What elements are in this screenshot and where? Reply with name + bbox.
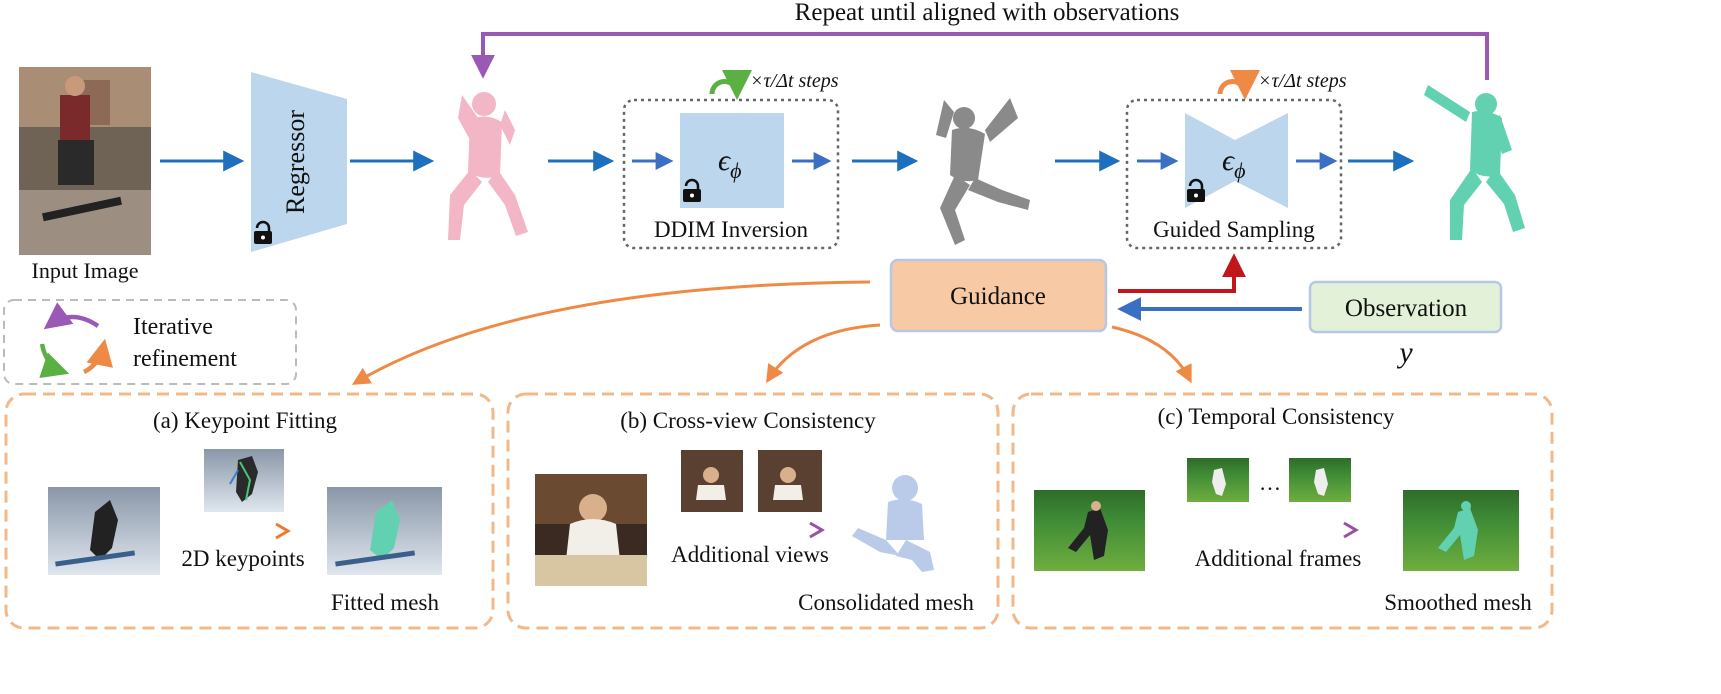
guidance-label: Guidance: [950, 283, 1046, 310]
input-image: [19, 67, 151, 255]
initial-mesh-pink: [448, 92, 528, 240]
legend-box: [3, 299, 297, 385]
ddim-steps-label: ×τ/Δt steps: [750, 70, 839, 92]
panel-c-arrowhead: [1343, 521, 1359, 539]
loop-arrow: [471, 32, 1489, 80]
regressor-label: Regressor: [281, 110, 310, 214]
panel-b-photo-view2: [758, 450, 822, 512]
legend-green-arrow: [39, 343, 70, 378]
guidance-box: [889, 258, 1108, 333]
ddim-inversion-box: [622, 98, 840, 250]
panel-a-photo-keypoints: [204, 449, 284, 512]
panel-a-arrow-label: 2D keypoints: [181, 546, 304, 571]
panel-c-ellipsis: …: [1259, 470, 1281, 495]
sampling-epsilon-symbol: ϵ: [1222, 144, 1236, 177]
guided-sampling-label: Guided Sampling: [1153, 217, 1315, 242]
input-image-caption: Input Image: [32, 258, 139, 283]
legend-purple-arrow: [43, 302, 100, 330]
legend-label-line1: Iterative: [133, 314, 213, 340]
loop-caption: Repeat until aligned with observations: [795, 0, 1180, 26]
panel-c-photo-smoothed: [1403, 490, 1519, 571]
observation-label: Observation: [1345, 295, 1468, 322]
guidance-to-sampling-arrow: [1118, 253, 1246, 293]
ddim-step-loop-icon: [709, 69, 752, 100]
panel-c-temporal-consistency: [1011, 392, 1554, 630]
panel-c-result-label: Smoothed mesh: [1384, 590, 1532, 615]
ddim-inversion-label: DDIM Inversion: [654, 217, 808, 242]
panel-c-photo-frame: [1034, 490, 1145, 571]
ddim-network-shape: [680, 113, 784, 208]
legend-label-line2: refinement: [133, 346, 237, 372]
panel-c-photo-frame-a: [1187, 458, 1249, 502]
panel-b-title: (b) Cross-view Consistency: [620, 408, 876, 433]
sampling-epsilon-subscript: ϕ: [1234, 158, 1245, 183]
guidance-to-panel-c-arrow: [1111, 325, 1192, 384]
ddim-epsilon-subscript: ϕ: [730, 158, 741, 183]
panel-a-arrowhead: [275, 522, 291, 540]
ddim-epsilon-symbol: ϵ: [718, 144, 732, 177]
legend-orange-arrow: [82, 338, 113, 375]
panel-a-photo-surfer: [48, 487, 160, 575]
panel-a-title: (a) Keypoint Fitting: [153, 408, 337, 433]
sampling-step-loop-icon: [1217, 69, 1260, 100]
panel-c-arrow-label: Additional frames: [1195, 546, 1362, 571]
guided-sampling-box: [1125, 98, 1343, 250]
panel-b-result-label: Consolidated mesh: [798, 590, 974, 615]
panel-b-arrow-label: Additional views: [671, 542, 829, 567]
panel-c-photo-frame-b: [1289, 458, 1351, 502]
guidance-to-panel-a-arrow: [351, 280, 871, 385]
panel-b-cross-view-consistency: [506, 392, 1000, 630]
sampling-network-block: [1185, 113, 1288, 208]
lock-icon: [254, 220, 272, 244]
regressor-block: [251, 72, 347, 252]
noised-mesh-gray: [936, 98, 1030, 245]
observation-variable: y: [1396, 336, 1413, 369]
lock-icon: [683, 178, 701, 202]
panel-a-photo-fitted: [327, 487, 442, 575]
observation-box: [1308, 280, 1503, 334]
panel-a-result-label: Fitted mesh: [331, 590, 439, 615]
panel-b-arrowhead: [809, 521, 825, 539]
panel-c-title: (c) Temporal Consistency: [1158, 404, 1395, 429]
lock-icon: [1187, 178, 1205, 202]
refined-mesh-teal: [1424, 85, 1525, 240]
panel-a-keypoint-fitting: [4, 392, 495, 630]
panel-b-photo-view1: [681, 450, 743, 512]
sampling-steps-label: ×τ/Δt steps: [1258, 70, 1347, 92]
ddim-epsilon: ϵϕ: [718, 144, 741, 183]
panel-b-photo-main: [535, 474, 647, 586]
panel-b-consolidated-mesh: [852, 475, 934, 572]
guidance-to-panel-b-arrow: [766, 323, 881, 384]
sampling-epsilon: ϵϕ: [1222, 144, 1245, 183]
